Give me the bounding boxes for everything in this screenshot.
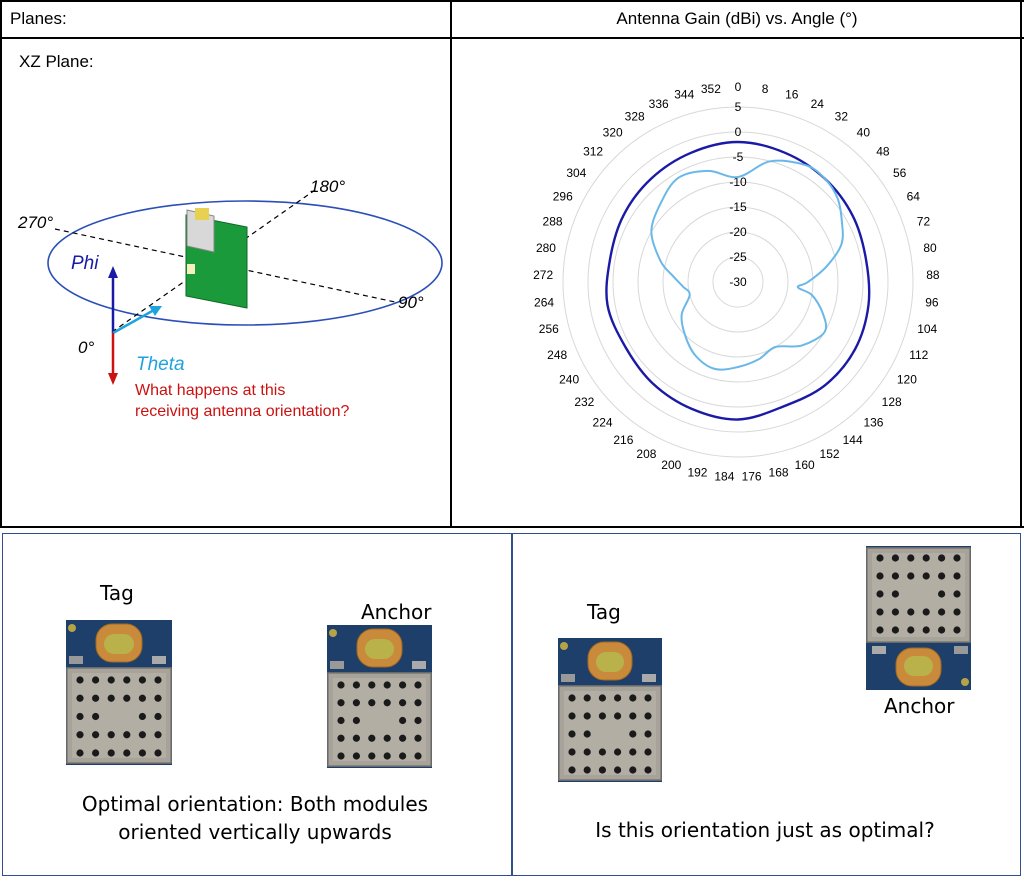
angle-tick-label: 128: [882, 395, 902, 409]
angle-tick-label: 272: [533, 268, 553, 282]
grid-circle: [662, 206, 814, 358]
left-header: Planes:: [10, 9, 67, 28]
angle-tick-label: 352: [701, 82, 721, 96]
radial-tick-label: 5: [735, 100, 742, 114]
angle-tick-label: 320: [603, 126, 623, 140]
bottom-right-panel: [511, 533, 1021, 876]
tag-module-right: [558, 638, 662, 782]
grid-circle: [687, 231, 789, 333]
question-line2: receiving antenna orientation?: [135, 403, 349, 420]
angle-tick-label: 200: [661, 458, 681, 472]
angle-tick-label: 24: [811, 97, 825, 111]
left-anchor-label: Anchor: [361, 600, 432, 624]
left-tag-label: Tag: [100, 581, 134, 605]
angle-tick-label: 32: [835, 110, 849, 124]
angle-tick-label: 232: [574, 395, 594, 409]
angle-tick-label: 176: [742, 470, 762, 484]
angle-tick-label: 184: [714, 470, 734, 484]
angle-tick-label: 72: [917, 215, 931, 229]
radial-tick-label: -15: [729, 200, 747, 214]
series-line-2: [650, 159, 844, 371]
angle-tick-label: 112: [909, 348, 928, 362]
radial-tick-label: -20: [729, 225, 747, 239]
angle-tick-label: 136: [863, 415, 883, 429]
angle-tick-label: 48: [876, 145, 890, 159]
angle-tick-label: 328: [625, 110, 645, 124]
angle-tick-label: 144: [843, 433, 863, 447]
left-caption-line1: Optimal orientation: Both modules: [81, 792, 429, 816]
radial-tick-label: -10: [729, 175, 747, 189]
top-table-grid: [0, 0, 1024, 528]
angle-tick-label: 248: [547, 348, 567, 362]
angle-tick-label: 16: [785, 88, 799, 102]
grid-circle: [712, 256, 764, 308]
angle-tick-label: 288: [543, 215, 563, 229]
angle-tick-label: 216: [613, 433, 633, 447]
angle-tick-label: 336: [649, 97, 669, 111]
anchor-module-right-rotated: [866, 546, 971, 690]
angle-tick-label: 256: [539, 322, 559, 336]
angle-tick-label: 88: [926, 268, 940, 282]
grid-circle: [612, 156, 864, 408]
grid-circle: [587, 131, 889, 433]
radial-tick-label: -30: [729, 275, 747, 289]
tag-module-left: [66, 620, 172, 765]
angle-180-label: 180°: [310, 177, 345, 196]
angle-tick-label: 296: [553, 190, 573, 204]
angle-tick-label: 344: [674, 88, 694, 102]
angle-tick-label: 56: [893, 166, 907, 180]
angle-tick-label: 192: [687, 466, 707, 480]
angle-tick-label: 224: [593, 415, 613, 429]
grid-circle: [562, 106, 914, 458]
phi-label: Phi: [71, 253, 99, 274]
angle-tick-label: 96: [925, 295, 939, 309]
angle-tick-label: 312: [583, 145, 603, 159]
angle-270-label: 270°: [17, 213, 53, 232]
angle-tick-label: 208: [636, 447, 656, 461]
plane-ellipse: [47, 200, 443, 326]
grid-circle: [637, 181, 839, 383]
angle-tick-label: 104: [917, 322, 937, 336]
left-caption-line2: oriented vertically upwards: [118, 820, 392, 844]
angle-tick-label: 80: [923, 241, 937, 255]
plane-label: XZ Plane:: [19, 52, 94, 71]
left-caption: Optimal orientation: Both modules orient…: [40, 790, 470, 846]
right-tag-label: Tag: [587, 600, 621, 624]
bottom-left-panel: [2, 533, 513, 876]
radial-tick-label: -5: [733, 150, 744, 164]
right-header: Antenna Gain (dBi) vs. Angle (°): [616, 9, 858, 28]
angle-90-label: 90°: [398, 293, 424, 312]
right-caption: Is this orientation just as optimal?: [595, 818, 935, 842]
angle-tick-label: 264: [534, 295, 554, 309]
antenna-board: [185, 208, 248, 309]
angle-tick-label: 168: [769, 466, 789, 480]
angle-tick-label: 240: [559, 373, 579, 387]
angle-tick-label: 40: [857, 126, 871, 140]
angle-tick-label: 120: [897, 373, 917, 387]
angle-tick-label: 160: [795, 458, 815, 472]
radial-tick-label: -25: [729, 250, 747, 264]
angle-tick-label: 0: [735, 80, 742, 94]
right-anchor-label: Anchor: [884, 694, 955, 718]
angle-tick-label: 8: [762, 82, 769, 96]
series-line-1: [605, 140, 871, 421]
angle-tick-label: 280: [536, 241, 556, 255]
angle-tick-label: 152: [820, 447, 840, 461]
theta-label: Theta: [136, 354, 185, 375]
question-line1: What happens at this: [135, 382, 285, 399]
angle-tick-label: 64: [907, 190, 921, 204]
radial-tick-label: 0: [735, 125, 742, 139]
angle-tick-label: 304: [566, 166, 586, 180]
xz-plane-diagram: 180° 270° 90° 0° Phi Theta What happens …: [17, 177, 443, 420]
angle-0-label: 0°: [78, 338, 94, 357]
anchor-module-left: [327, 625, 432, 768]
